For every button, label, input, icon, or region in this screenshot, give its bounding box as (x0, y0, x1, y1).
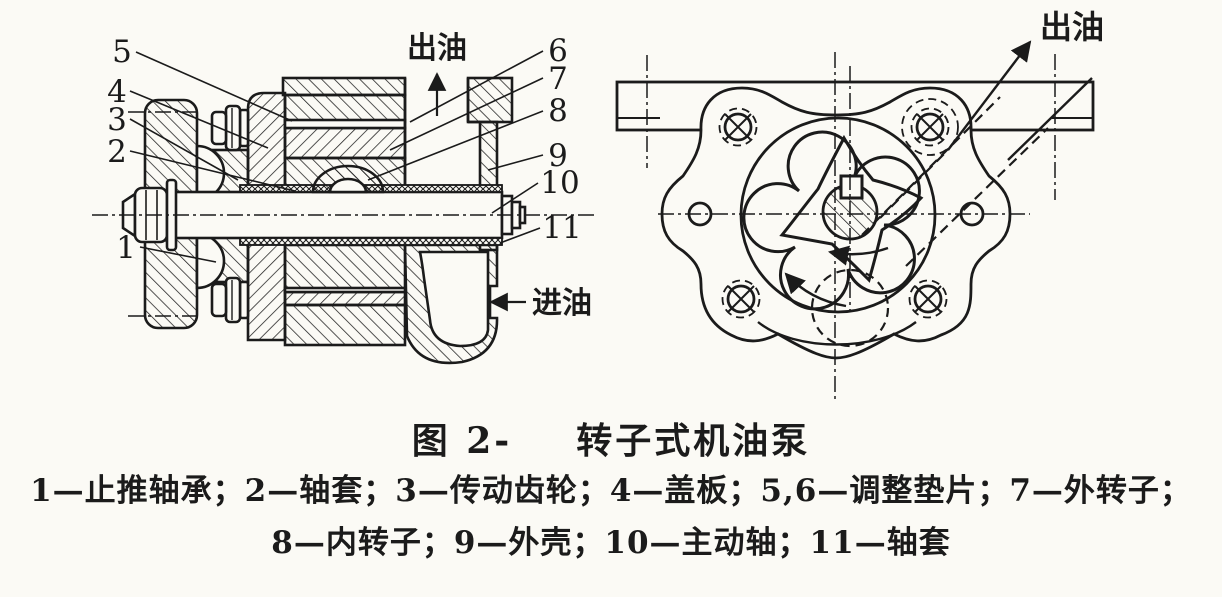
caption-area: 图 2- 转子式机油泵 1—止推轴承；2—轴套；3—传动齿轮；4—盖板；5,6—… (0, 402, 1222, 568)
inlet-callout-section: 进油 (532, 286, 592, 321)
hidden-inlet-circle (810, 268, 890, 348)
inner-rotor-front (779, 134, 924, 283)
part-number-5: 5 (112, 34, 132, 70)
shaft-key-slot (839, 174, 864, 200)
part-number-1: 1 (116, 230, 136, 266)
rotation-arrow-outer (784, 272, 847, 308)
rotor-bore-circle (739, 116, 937, 314)
pump-drawing: 5 4 3 2 1 6 7 8 9 10 11 出油 进油 (92, 8, 1104, 445)
part-number-11: 11 (542, 210, 581, 246)
part-number-9: 9 (548, 138, 568, 174)
part-number-3: 3 (107, 102, 127, 138)
outlet-callout-section: 出油 (407, 31, 467, 66)
legend-line-1: 1—止推轴承；2—轴套；3—传动齿轮；4—盖板；5,6—调整垫片；7—外转子； (30, 473, 1192, 509)
part-number-10: 10 (540, 165, 579, 201)
hidden-outlet-passage (861, 96, 1049, 267)
part-number-7: 7 (548, 61, 568, 97)
shim-gap-upper (283, 118, 407, 130)
leader-lines-section (129, 50, 544, 263)
figure-title-row: 图 2- 转子式机油泵 (0, 412, 1222, 464)
outlet-arrow-front (947, 40, 1032, 151)
outer-rotor-lower (283, 290, 407, 307)
cover-bolt-bottom (210, 276, 250, 324)
bolt-hole-lower-left (721, 279, 761, 319)
upper-housing-band (283, 93, 407, 124)
shim-gap-lower (283, 286, 407, 294)
legend-line-2: 8—内转子；9—外壳；10—主动轴；11—轴套 (271, 525, 951, 561)
figure-title: 转子式机油泵 (576, 420, 811, 462)
casing-lower (403, 243, 499, 365)
housing-bottom-band (757, 321, 917, 346)
lower-housing-band (283, 303, 407, 347)
outlet-boss-right (466, 76, 514, 124)
part-number-4: 4 (107, 74, 127, 110)
section-view (92, 50, 595, 365)
bolt-hole-upper-left (718, 107, 758, 147)
front-view (615, 40, 1095, 445)
part-number-8: 8 (548, 93, 568, 129)
bushing-lower (239, 237, 503, 246)
part-number-6: 6 (548, 33, 568, 69)
cover-bolt-top (210, 104, 250, 152)
housing-top-slab (281, 76, 407, 97)
outlet-callout-front: 出油 (1040, 8, 1104, 46)
bolt-hole-upper-right (901, 98, 959, 156)
inner-rotor-lower (283, 243, 407, 292)
bolt-hole-lower-right (908, 279, 948, 319)
figure-number: 图 2- (411, 420, 513, 462)
outlet-boss-edge (1007, 77, 1093, 161)
outer-rotor-upper (283, 126, 407, 160)
bearing-dome-inner (328, 177, 368, 194)
part-number-2: 2 (107, 134, 127, 170)
